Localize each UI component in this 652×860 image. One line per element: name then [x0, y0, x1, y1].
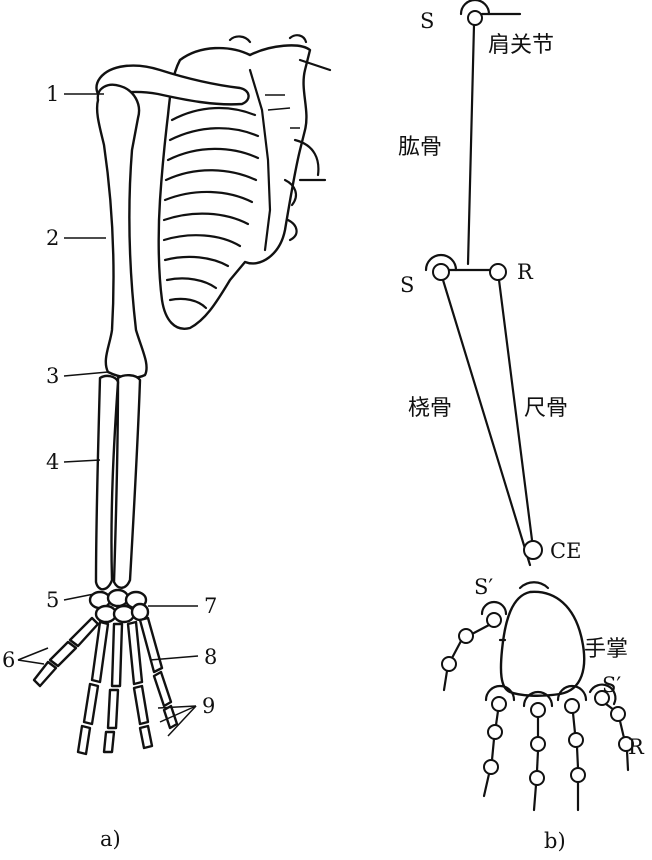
- joint-label-r-hand: R: [628, 735, 645, 759]
- number-label-6: 6: [2, 648, 15, 672]
- number-label-5: 5: [46, 588, 59, 612]
- arm-skeleton-illustration: 1 2 3 4 5 6 7 8 9 a): [2, 35, 330, 851]
- elbow-joints: [426, 255, 506, 280]
- label-ulna: 尺骨: [524, 396, 568, 421]
- number-label-2: 2: [46, 226, 59, 250]
- joint-label-ce: CE: [550, 539, 581, 563]
- label-shoulder-joint: 肩关节: [488, 33, 554, 58]
- kinematic-model: S 肩关节 肱骨 S R 桡骨 尺骨 CE S′ 手掌 S′ R b): [398, 0, 645, 853]
- joint-label-r-elbow: R: [517, 260, 534, 284]
- label-palm: 手掌: [584, 637, 628, 662]
- joint-label-s-elbow: S: [400, 273, 414, 297]
- finger-chain-1: [484, 686, 514, 796]
- finger-chain-4: [590, 685, 633, 770]
- ce-joint: [524, 541, 542, 559]
- caption-a: a): [100, 827, 121, 851]
- wrist-joint-arc: [520, 582, 548, 588]
- humerus-link: [468, 25, 474, 264]
- shoulder-joint: [461, 0, 520, 25]
- joint-label-s-prime-wrist: S′: [474, 575, 493, 599]
- label-radius: 桡骨: [408, 396, 452, 421]
- palm-shape: [501, 592, 584, 696]
- caption-b: b): [544, 829, 566, 853]
- finger-chain-2: [524, 692, 552, 810]
- thumb-chain: [442, 602, 506, 690]
- number-label-3: 3: [46, 364, 59, 388]
- carpals: [90, 590, 148, 622]
- joint-label-s-prime-hand: S′: [602, 673, 621, 697]
- humerus: [97, 85, 146, 378]
- joint-label-s-top: S: [420, 9, 434, 33]
- number-label-4: 4: [46, 450, 59, 474]
- hand-bones: [34, 618, 177, 754]
- number-label-1: 1: [46, 82, 59, 106]
- number-label-8: 8: [204, 645, 217, 669]
- ulna: [114, 375, 140, 588]
- number-label-7: 7: [204, 594, 217, 618]
- label-humerus: 肱骨: [398, 135, 442, 160]
- number-label-9: 9: [202, 694, 215, 718]
- finger-chain-3: [558, 686, 586, 810]
